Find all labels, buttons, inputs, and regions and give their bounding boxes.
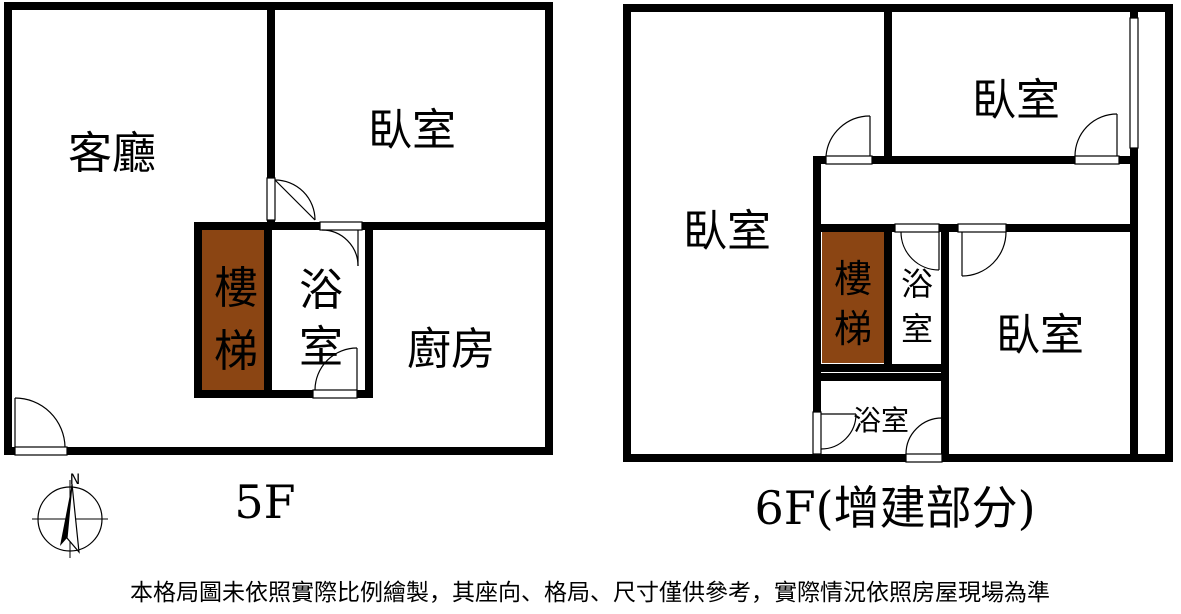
door-5f-bedroom [266, 177, 316, 221]
door-6f-bathroom-bottom-left [812, 411, 857, 455]
stairs-6f-fill [822, 232, 884, 363]
floor-plan-6f: 臥室 臥室 樓 梯 浴 室 臥室 浴室 6F(增建部分) [623, 4, 1173, 535]
room-6f-bedroom-bottom-right: 臥室 [996, 310, 1084, 361]
door-6f-bathroom-bottom-right [905, 417, 943, 463]
door-6f-bathroom-small [894, 223, 940, 271]
room-6f-bedroom-top-right: 臥室 [972, 75, 1060, 126]
stairs-5f-fill [202, 228, 268, 394]
door-5f-entrance [14, 397, 68, 456]
room-6f-bathroom-small-line2: 室 [901, 310, 933, 348]
floor-label-5f: 5F [234, 475, 295, 529]
door-6f-bedroom-left [825, 115, 873, 165]
room-5f-living-room: 客廳 [68, 128, 156, 179]
door-5f-bathroom-top [319, 221, 363, 267]
door-5f-bathroom-bottom [312, 347, 358, 399]
door-6f-bedroom-bottom-right [957, 223, 1007, 277]
room-5f-bedroom: 臥室 [368, 105, 456, 156]
wall-5f-stairs [194, 222, 272, 398]
disclaimer-text: 本格局圖未依照實際比例繪製，其座向、格局、尺寸僅供參考，實際情況依照房屋現場為準 [130, 580, 1050, 606]
door-6f-bedroom-top-right [1074, 113, 1120, 165]
compass-north-label: N [70, 472, 80, 488]
room-6f-stairs-line2: 梯 [834, 307, 872, 351]
window-6f-right [1129, 17, 1139, 149]
room-5f-bathroom-line2: 室 [299, 322, 343, 373]
room-6f-bathroom-bottom: 浴室 [853, 404, 909, 437]
room-6f-stairs-line1: 樓 [834, 257, 872, 301]
compass-icon: N [32, 472, 108, 558]
floor-label-6f: 6F(增建部分) [754, 481, 1035, 535]
room-5f-bathroom-line1: 浴 [299, 265, 343, 316]
walls-5f [4, 2, 553, 455]
room-5f-stairs-line1: 樓 [214, 263, 258, 314]
room-6f-bedroom-left: 臥室 [683, 206, 771, 257]
floor-plan-5f: 客廳 臥室 樓 梯 浴 室 廚房 5F [4, 2, 553, 529]
room-5f-stairs-line2: 梯 [214, 326, 258, 377]
room-6f-bathroom-small-line1: 浴 [901, 265, 933, 303]
outer-wall-6f [623, 4, 1173, 462]
room-5f-kitchen: 廚房 [407, 324, 495, 375]
